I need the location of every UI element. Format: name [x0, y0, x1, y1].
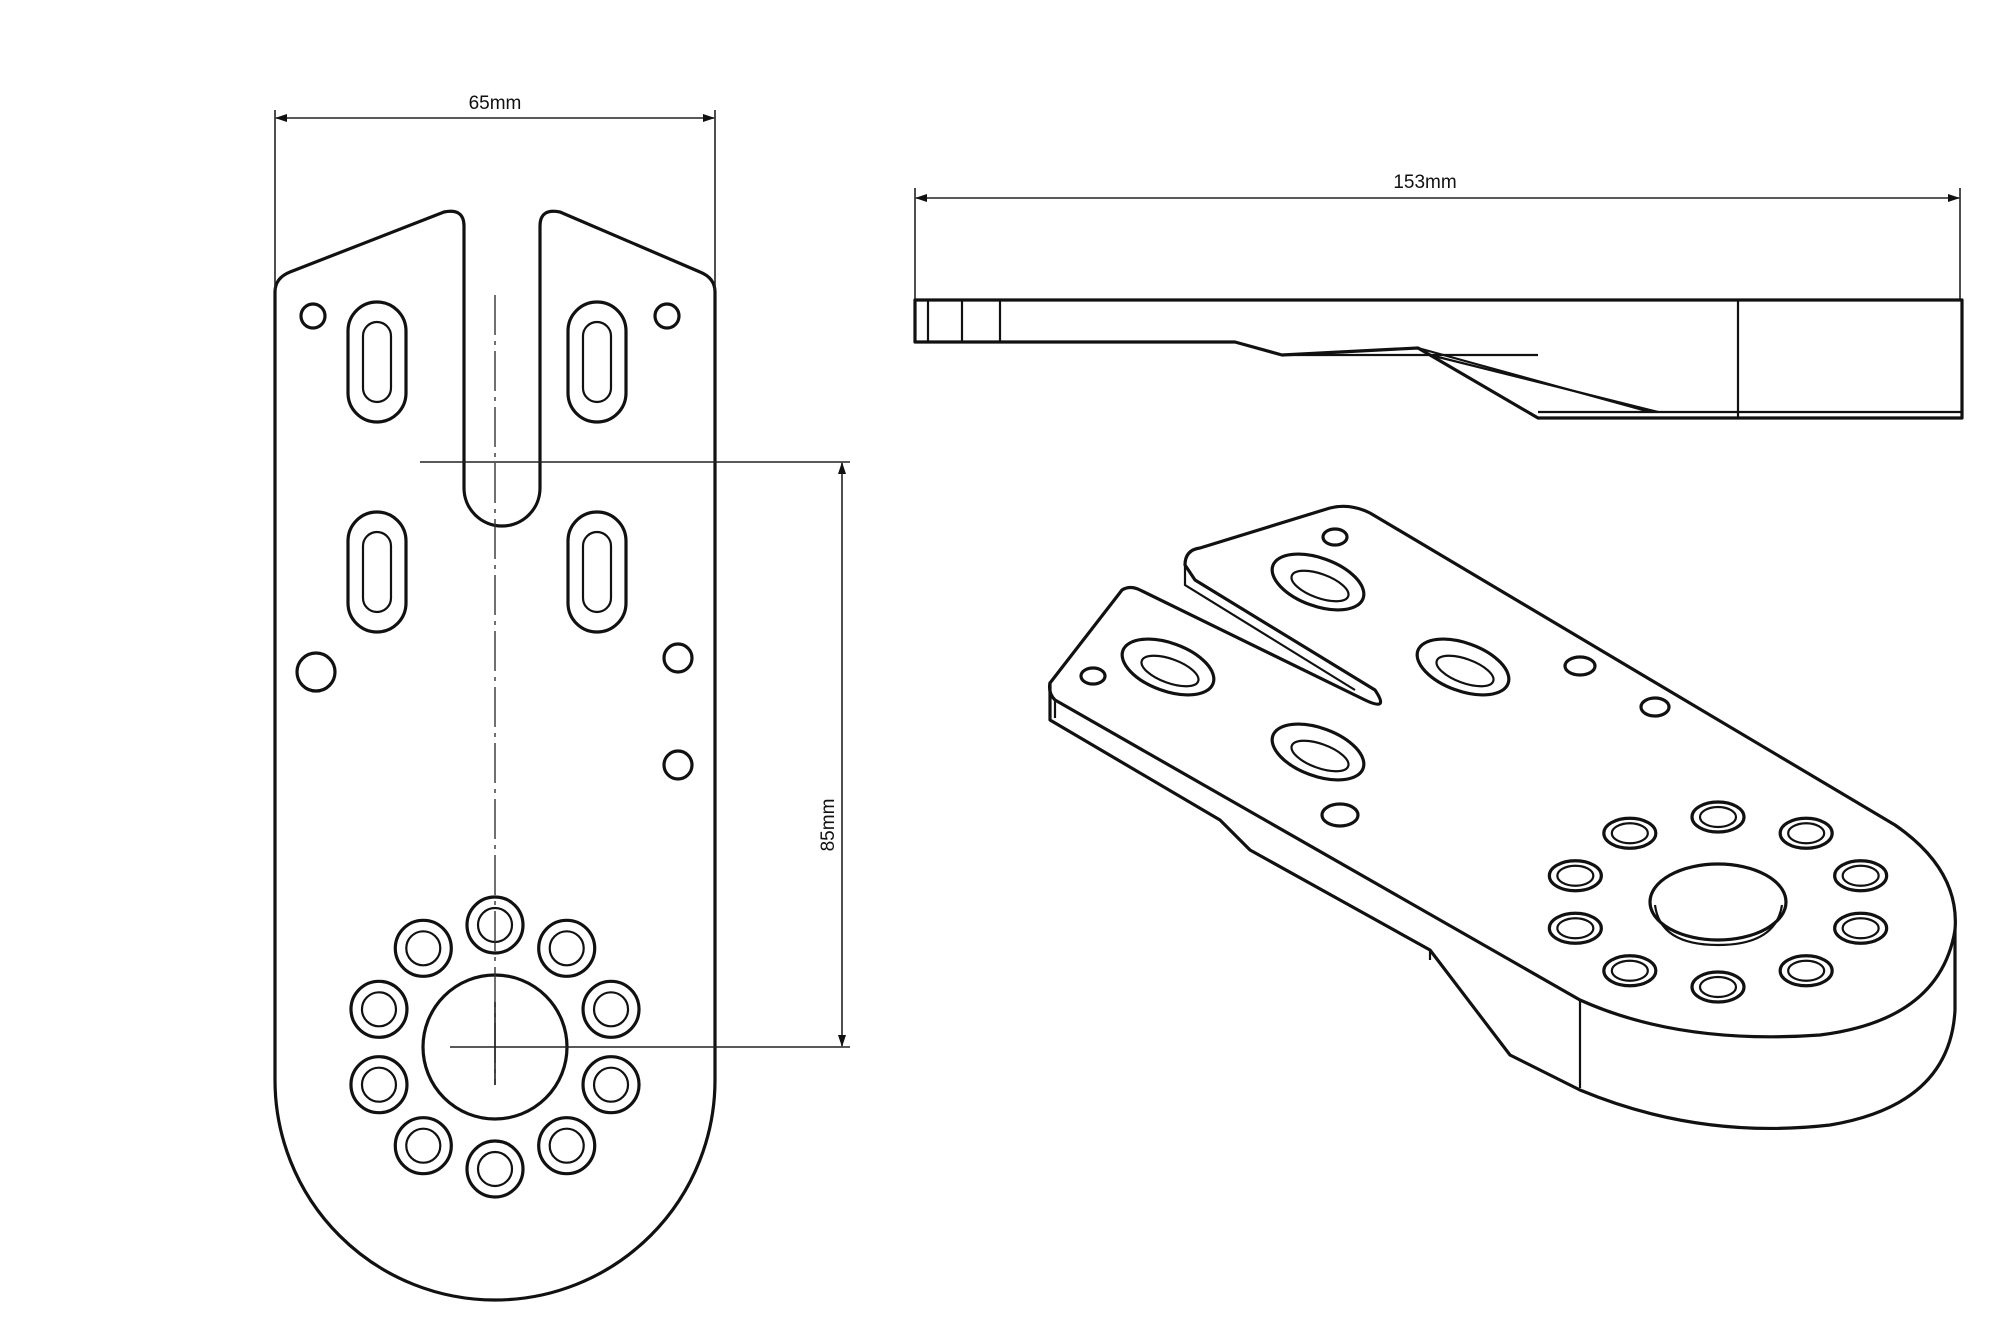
bolt-hole-counterbore — [1841, 864, 1880, 887]
bolt-hole-counterbore — [1610, 822, 1649, 845]
bolt-hole — [1778, 954, 1834, 988]
corner-hole-right — [653, 302, 681, 330]
bolt-hole-counterbore — [1556, 917, 1595, 940]
top-view: 65mm 85mm — [273, 93, 850, 1302]
bolt-hole — [1547, 859, 1603, 893]
bolt-hole — [1833, 911, 1889, 945]
corner-hole-left — [299, 302, 327, 330]
bolt-hole — [537, 1116, 597, 1176]
iso-center-bore — [1648, 862, 1788, 942]
side-hole-left — [295, 651, 337, 693]
slot-upper-left — [346, 300, 408, 424]
bolt-hole — [465, 895, 525, 955]
iso-hole-b — [1079, 666, 1107, 686]
bolt-hole-counterbore — [1841, 917, 1880, 940]
bolt-circle — [349, 895, 641, 1199]
bolt-hole — [393, 1116, 453, 1176]
bolt-hole-counterbore — [548, 930, 585, 967]
bolt-hole — [1690, 970, 1746, 1004]
bolt-hole — [349, 1055, 409, 1115]
bolt-hole-counterbore — [592, 991, 630, 1028]
bolt-hole-counterbore — [405, 930, 442, 967]
length-dimension-label: 153mm — [1393, 172, 1456, 193]
iso-slot-4 — [1270, 722, 1366, 782]
bolt-hole — [393, 918, 453, 978]
slot-upper-right — [566, 300, 628, 424]
bolt-hole — [581, 1055, 641, 1115]
bolt-hole-counterbore — [1698, 975, 1738, 999]
iso-bolt-circle — [1547, 800, 1889, 1004]
bolt-hole — [1833, 859, 1889, 893]
iso-slot-3 — [1415, 637, 1511, 697]
bolt-hole — [1690, 800, 1746, 834]
plate-outline — [273, 209, 717, 1302]
bolt-hole-counterbore — [360, 1066, 398, 1103]
isometric-view — [1047, 504, 1957, 1131]
bolt-hole-counterbore — [1787, 822, 1826, 845]
side-view: 153mm — [913, 172, 1964, 420]
iso-top-face — [1047, 504, 1957, 1039]
bolt-hole-counterbore — [592, 1066, 630, 1103]
bolt-hole — [349, 979, 409, 1039]
bolt-hole-counterbore — [1556, 864, 1595, 887]
bolt-hole — [581, 979, 641, 1039]
bolt-hole-counterbore — [1610, 959, 1649, 982]
iso-hole-c — [1563, 655, 1597, 677]
side-hole-right-upper — [662, 642, 694, 674]
iso-slot-2 — [1120, 637, 1216, 697]
bolt-hole — [1602, 954, 1658, 988]
hole-spacing-dimension-label: 85mm — [818, 799, 839, 852]
width-dimension-label: 65mm — [469, 93, 522, 114]
iso-hole-a — [1321, 527, 1349, 547]
bolt-hole-counterbore — [1698, 805, 1738, 829]
bolt-hole-counterbore — [1787, 959, 1826, 982]
side-hole-right-lower — [662, 749, 694, 781]
bolt-hole — [1547, 911, 1603, 945]
iso-hole-e — [1320, 802, 1360, 828]
bolt-hole-counterbore — [476, 1150, 514, 1188]
bolt-hole — [1778, 816, 1834, 850]
bolt-hole — [1602, 816, 1658, 850]
bolt-hole-counterbore — [360, 991, 398, 1028]
bolt-hole-counterbore — [548, 1127, 585, 1164]
side-profile-outline — [913, 298, 1964, 420]
slot-lower-left — [346, 510, 408, 634]
bolt-hole-counterbore — [405, 1127, 442, 1164]
bolt-hole — [537, 918, 597, 978]
iso-hole-d — [1639, 696, 1671, 718]
bolt-hole — [465, 1139, 525, 1199]
iso-slot-1 — [1270, 552, 1366, 612]
slot-lower-right — [566, 510, 628, 634]
